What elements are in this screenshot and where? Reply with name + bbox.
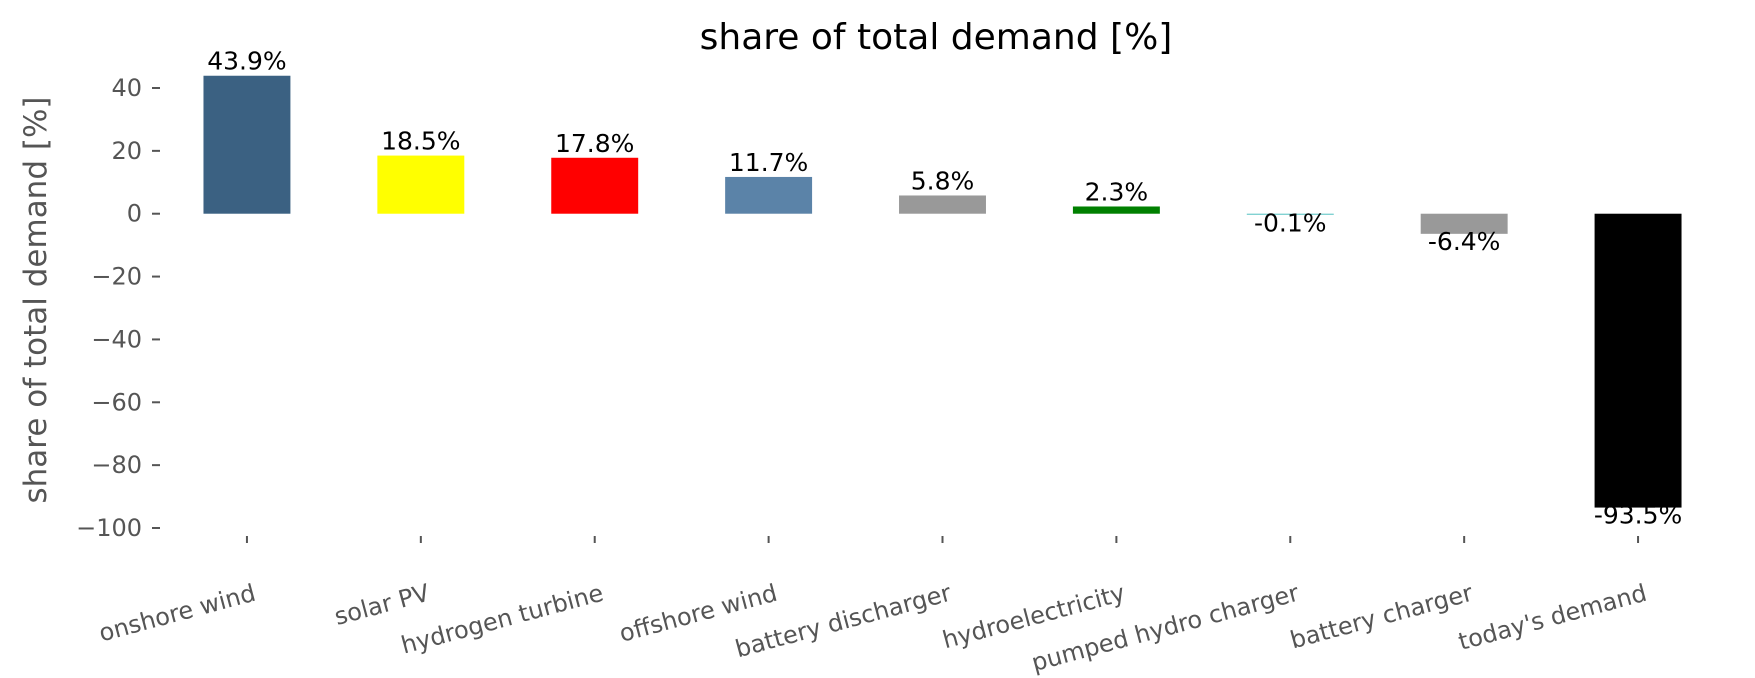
- bar: [203, 75, 291, 214]
- bar-series: [203, 75, 1682, 508]
- data-label: -93.5%: [1594, 501, 1682, 530]
- y-tick-label: −20: [91, 263, 142, 291]
- data-label: 17.8%: [555, 129, 634, 158]
- data-label: 5.8%: [911, 166, 975, 195]
- bar: [1072, 206, 1160, 214]
- bar: [1420, 213, 1508, 234]
- data-label: 18.5%: [381, 127, 460, 156]
- y-axis: 40 20 0 −20 −40 −60 −80 −100: [76, 74, 160, 542]
- y-tick-label: −100: [76, 514, 142, 542]
- data-label: 43.9%: [207, 47, 286, 76]
- data-label: 11.7%: [729, 148, 808, 177]
- bar: [1594, 213, 1682, 508]
- x-tick-label: today's demand: [1455, 579, 1649, 656]
- data-labels: 43.9% 18.5% 17.8% 11.7% 5.8% 2.3% -0.1% -6.4% -9…: [207, 47, 1682, 530]
- chart-title: share of total demand [%]: [700, 17, 1173, 58]
- y-tick-label: 20: [111, 137, 142, 165]
- bar: [377, 155, 465, 214]
- x-tick-label: solar PV: [331, 579, 432, 631]
- bar: [1246, 213, 1334, 215]
- x-tick-label: onshore wind: [96, 579, 259, 648]
- y-tick-label: 0: [127, 200, 142, 228]
- y-tick-label: −60: [91, 388, 142, 416]
- bar: [551, 157, 639, 214]
- x-tick-label: hydrogen turbine: [398, 579, 606, 660]
- data-label: -0.1%: [1254, 209, 1327, 238]
- data-label: 2.3%: [1085, 177, 1149, 206]
- y-tick-label: −80: [91, 451, 142, 479]
- bar: [725, 176, 813, 214]
- y-tick-label: 40: [111, 74, 142, 102]
- x-tick-label: battery charger: [1287, 579, 1476, 655]
- data-label: -6.4%: [1428, 227, 1501, 256]
- y-axis-label: share of total demand [%]: [18, 96, 54, 503]
- y-tick-label: −40: [91, 325, 142, 353]
- bar: [899, 195, 986, 214]
